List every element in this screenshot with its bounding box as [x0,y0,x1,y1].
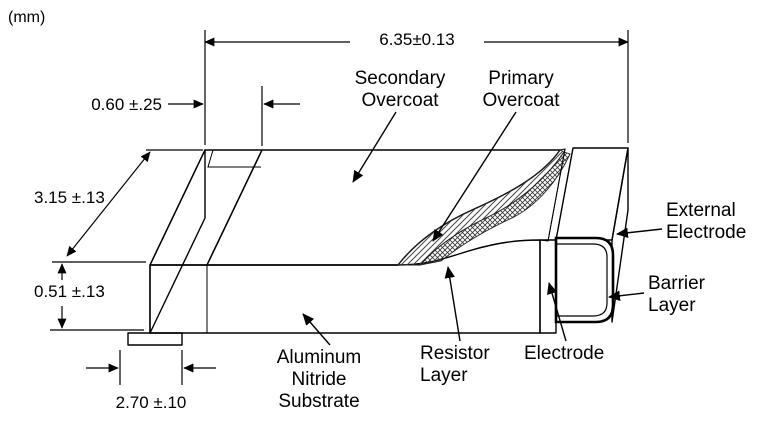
dim-bottom-wrap-label: 2.70 ±.10 [116,393,187,412]
left-end-face [149,149,206,334]
dim-length-label-bg [350,26,484,50]
barrier-layer-inner-line [556,243,608,317]
secondary-overcoat-label-2: Overcoat [361,90,439,111]
leader-barrier-layer [608,290,645,301]
dim-thickness-label: 0.51 ±.13 [34,282,105,301]
primary-overcoat-label-1: Primary [488,68,554,89]
resistor-layer-surface [418,151,571,266]
leader-electrode [547,282,567,342]
resistor-layer-label-2: Layer [420,365,468,386]
bottom-electrode-wrap [127,332,183,346]
external-electrode-top [555,147,629,241]
units-label: (mm) [8,9,45,26]
barrier-layer-label-2: Layer [648,295,696,316]
substrate-label-1: Aluminum [277,347,361,368]
leader-primary-overcoat [432,111,517,242]
dim-top-wrap-label: 0.60 ±.25 [91,95,162,114]
leader-external-electrode [616,227,663,238]
left-wrap-notch [207,149,261,168]
inner-electrode-top-edge [547,148,566,242]
substrate-front-face [149,239,541,334]
leader-secondary-overcoat [352,111,397,183]
external-electrode-side [611,147,629,323]
primary-overcoat-label-2: Overcoat [482,90,560,111]
external-electrode-label-1: External [666,200,736,221]
external-electrode-label-2: Electrode [666,222,746,243]
substrate-label-3: Substrate [278,391,359,412]
resistor-layer-label-1: Resistor [420,343,490,364]
barrier-layer-label-1: Barrier [648,273,706,294]
secondary-overcoat-label-1: Secondary [355,68,446,89]
leader-substrate [302,313,331,346]
electrode-label: Electrode [524,343,604,364]
dim-width-label: 3.15 ±.13 [34,188,105,207]
leader-resistor-layer [444,266,461,342]
barrier-layer-outline [554,236,615,324]
substrate-label-2: Nitride [292,369,347,390]
inner-electrode-front [539,239,557,334]
dim-line-width [66,151,151,257]
dim-length-label: 6.35±0.13 [379,30,455,49]
